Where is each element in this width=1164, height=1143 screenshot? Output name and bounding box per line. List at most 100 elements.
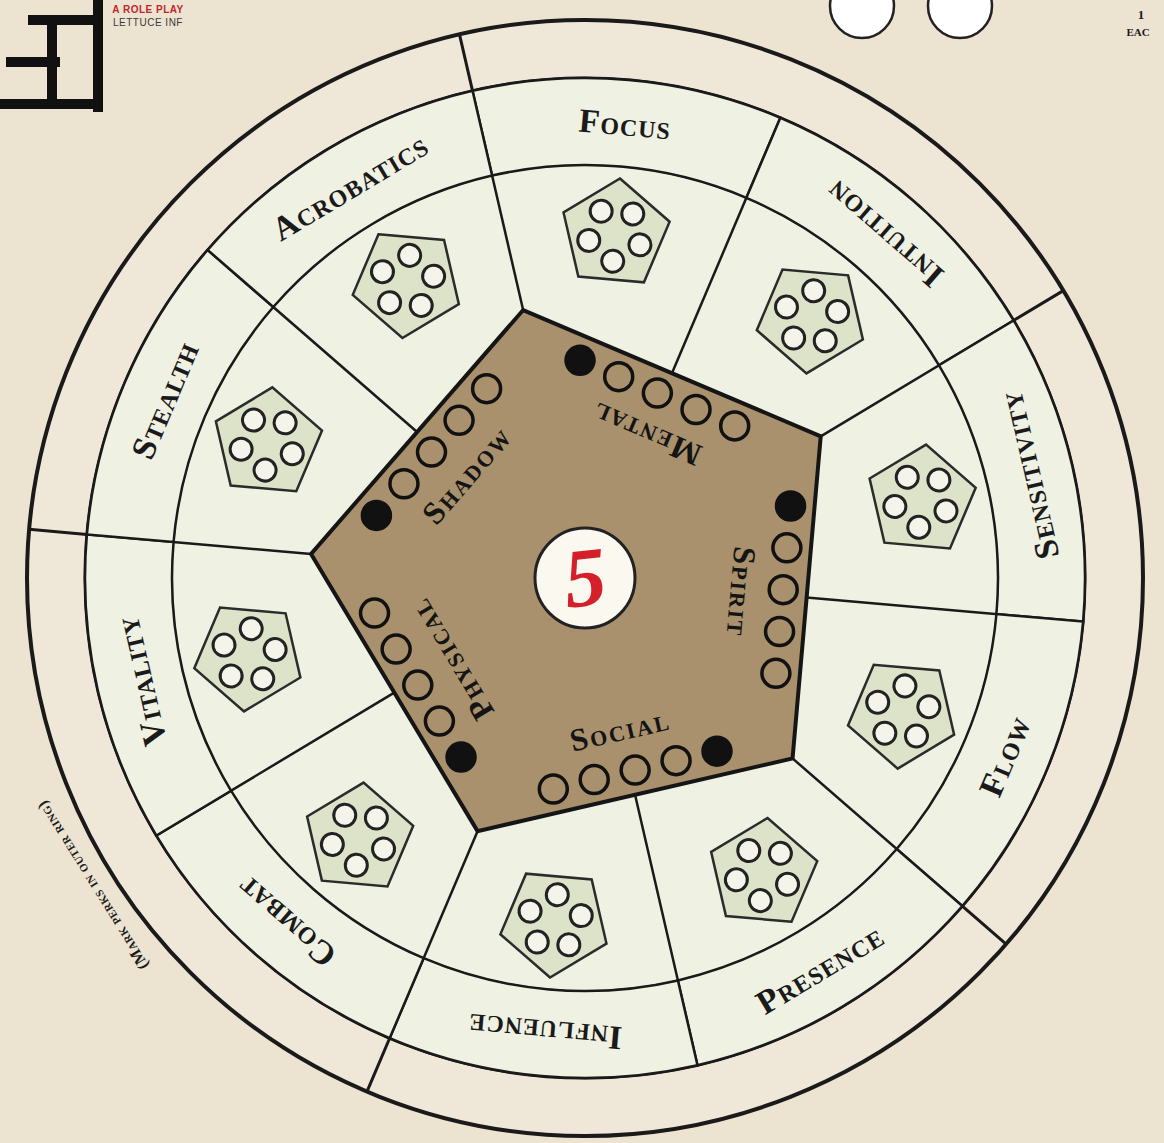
text-anchor: Spirit	[719, 545, 764, 639]
attribute-dot	[362, 501, 390, 529]
logo-tagline: LETTUCE INF	[113, 17, 183, 29]
label-anchor: EAC	[1126, 26, 1149, 39]
skill-sector: Flow	[892, 609, 1088, 911]
token-circle	[778, 322, 809, 353]
token-pentagon-outline	[558, 174, 673, 284]
perk-instruction: (Mark perks in outer ring)	[33, 797, 152, 973]
token-circle	[894, 464, 920, 490]
token-circle	[251, 456, 280, 485]
skill-disk	[85, 78, 1085, 1078]
token-circle	[262, 636, 288, 662]
attribute-pentagon: MentalSpiritSocialPhysicalShadow5	[305, 304, 827, 838]
label-anchor: 1	[1138, 8, 1145, 23]
token-circle	[810, 325, 841, 356]
center-circle: 5	[532, 525, 638, 631]
attribute-dot	[721, 412, 749, 440]
token-circle	[621, 202, 645, 226]
sector-dividers	[29, 34, 1083, 1091]
perk-divider	[367, 1038, 390, 1091]
token-pentagon	[497, 872, 612, 982]
skill-sector: Sensitivity	[935, 316, 1089, 626]
attribute-dot	[361, 599, 389, 627]
tracker-circle	[928, 0, 992, 38]
attribute-dot	[643, 379, 671, 407]
attribute-dot	[605, 363, 633, 391]
skill-sector-outline	[390, 958, 698, 1078]
token-pentagon	[865, 436, 988, 563]
logo-glyph	[0, 0, 98, 112]
skill-sector: Intuition	[742, 113, 1018, 370]
token-circle	[771, 292, 802, 323]
token-circle	[239, 406, 268, 435]
token-circle	[734, 835, 764, 865]
token-circle	[772, 869, 802, 899]
token-circle	[329, 800, 360, 831]
perk-divider	[29, 529, 87, 534]
token-circle	[601, 249, 625, 273]
skill-sector: Stealth	[82, 245, 278, 547]
attribute-dot	[418, 438, 446, 466]
skill-sector-outline	[678, 849, 962, 1065]
label-anchor: (Mark perks in outer ring)	[33, 797, 152, 973]
token-circle	[721, 865, 751, 895]
attribute-label: Spirit	[719, 545, 764, 639]
skill-tokens	[182, 174, 987, 982]
token-circle	[863, 688, 892, 717]
token-circle	[525, 930, 549, 954]
attribute-dot	[566, 346, 594, 374]
attribute-dot	[762, 659, 790, 687]
token-circle	[406, 290, 436, 320]
token-circle	[317, 829, 348, 860]
token-circle	[368, 833, 399, 864]
attribute-dot	[580, 766, 608, 794]
token-circle	[933, 498, 959, 524]
token-circle	[745, 886, 775, 916]
perk-divider	[1014, 291, 1064, 321]
token-circle	[361, 802, 392, 833]
skill-sector: Acrobatics	[203, 86, 497, 312]
token-circle	[882, 493, 908, 519]
perk-divider	[459, 34, 472, 91]
token-circle	[628, 233, 652, 257]
token-pentagon	[182, 594, 305, 721]
skill-sector-outline	[87, 250, 273, 542]
skill-sector: Focus	[468, 74, 785, 202]
token-circle	[822, 296, 853, 327]
token-circle	[278, 439, 307, 468]
token-circle	[375, 288, 405, 318]
page-note: EAC	[1126, 26, 1149, 39]
skill-sector-outline	[473, 78, 781, 198]
token-circle	[557, 933, 581, 957]
token-circle	[589, 199, 613, 223]
token-circle	[395, 240, 425, 270]
attribute-dot	[766, 618, 794, 646]
attribute-pentagon-outline	[311, 310, 821, 831]
token-circle	[798, 275, 829, 306]
attribute-dot	[621, 756, 649, 784]
attribute-dot	[769, 576, 797, 604]
token-circle	[518, 899, 542, 923]
token-circle	[341, 850, 372, 881]
perk-ring	[27, 20, 1143, 1136]
token-pentagon-outline	[182, 594, 305, 721]
label-anchor: A ROLE PLAY	[112, 4, 183, 16]
skill-sector: Influence	[385, 954, 702, 1082]
page-note: 1	[1138, 8, 1145, 23]
token-circle	[902, 722, 931, 751]
token-circle	[271, 408, 300, 437]
attribute-dot	[447, 743, 475, 771]
attribute-dot	[445, 406, 473, 434]
skill-sector-outline	[897, 614, 1083, 906]
attribute-dot	[404, 671, 432, 699]
token-circle	[227, 435, 256, 464]
attribute-dot	[682, 396, 710, 424]
token-circle	[765, 838, 795, 868]
center-circle-outline	[535, 528, 635, 628]
skill-sector: Combat	[152, 786, 428, 1043]
token-circle	[250, 666, 276, 692]
skill-label: Focus	[577, 100, 673, 147]
token-circle	[926, 467, 952, 493]
